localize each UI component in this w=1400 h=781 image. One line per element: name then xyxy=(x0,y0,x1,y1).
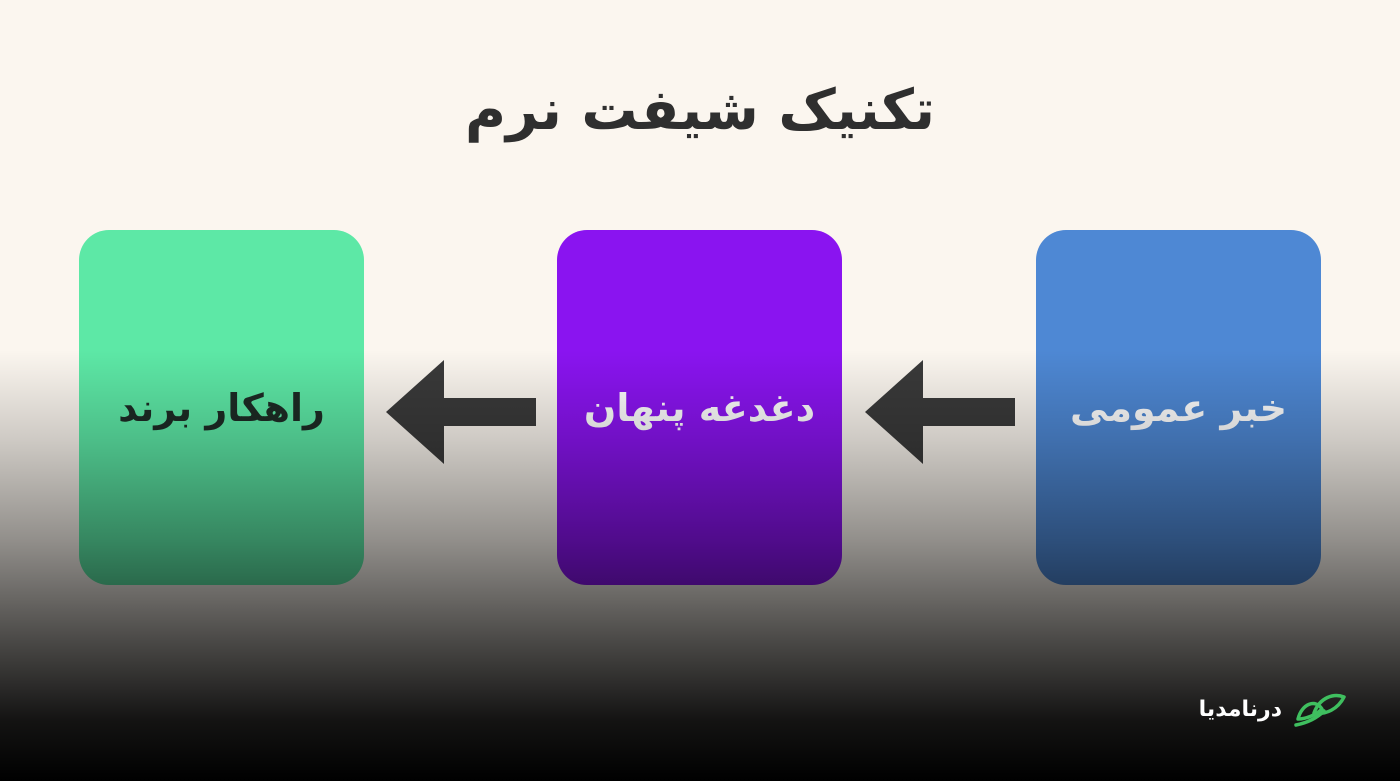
step-box-brand-solution: راهکار برند xyxy=(79,230,364,585)
brand-name: درنامدیا xyxy=(1198,696,1282,722)
diagram-title: تکنیک شیفت نرم xyxy=(464,78,936,143)
step-label-hidden-concern: دغدغه پنهان xyxy=(583,385,816,430)
arrow-left-icon xyxy=(386,360,536,464)
step-label-public-news: خبر عمومی xyxy=(1070,385,1287,430)
leaf-bird-logo-icon xyxy=(1294,693,1346,727)
step-box-public-news: خبر عمومی xyxy=(1036,230,1321,585)
brand-logo: درنامدیا xyxy=(1199,689,1348,729)
step-label-brand-solution: راهکار برند xyxy=(118,385,325,430)
arrow-left-icon xyxy=(865,360,1015,464)
step-box-hidden-concern: دغدغه پنهان xyxy=(557,230,842,585)
